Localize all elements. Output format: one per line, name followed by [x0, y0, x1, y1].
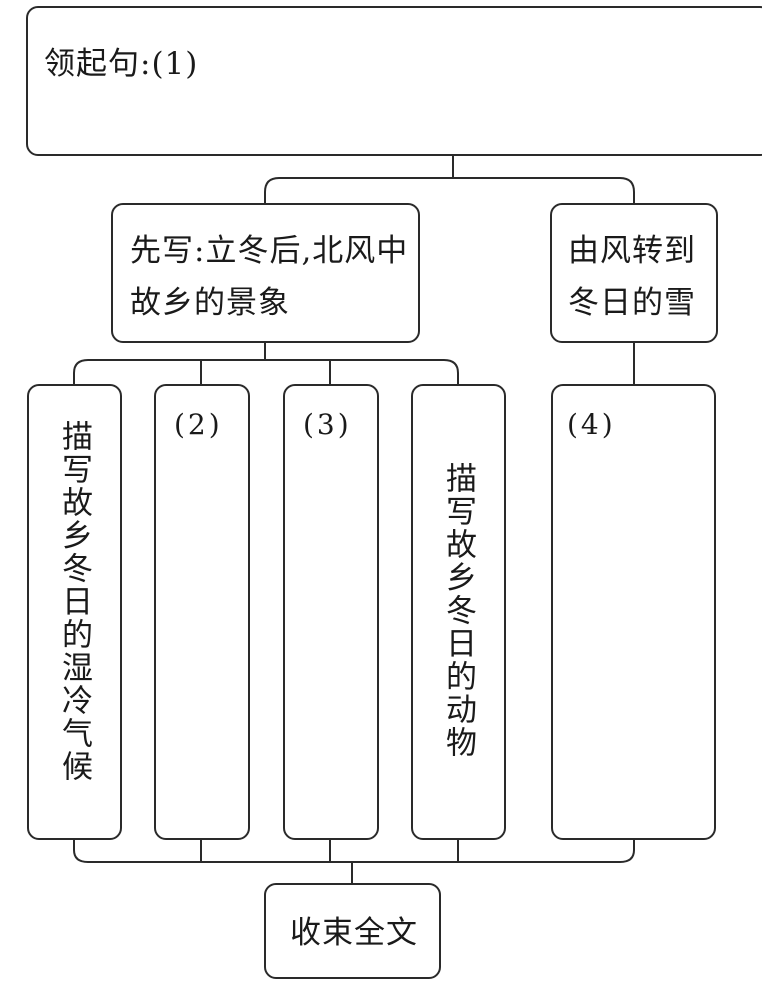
blank-box-3: (3) — [283, 384, 379, 840]
animals-box: 描写故乡冬日的动物 — [411, 384, 506, 840]
climate-text: 描写故乡冬日的湿冷气候 — [56, 420, 92, 783]
first-scene-text: 先写:立冬后,北风中故乡的景象 — [130, 233, 409, 321]
blank-marker-1: (1) — [151, 46, 199, 82]
connector-level1-bracket — [264, 177, 635, 203]
climate-box: 描写故乡冬日的湿冷气候 — [27, 384, 122, 840]
lead-sentence-box: 领起句:(1) — [26, 6, 762, 156]
connector-bottom-bracket — [73, 840, 635, 863]
first-scene-box: 先写:立冬后,北风中故乡的景象 — [111, 203, 420, 343]
animals-text: 描写故乡冬日的动物 — [440, 462, 476, 759]
connector-level2-bracket — [73, 359, 459, 384]
blank-marker-3: (3) — [303, 408, 352, 441]
wind-to-snow-box: 由风转到冬日的雪 — [550, 203, 718, 343]
blank-marker-4: (4) — [567, 408, 616, 441]
closing-text: 收束全文 — [290, 915, 418, 951]
blank-marker-2: (2) — [174, 408, 223, 441]
blank-box-4: (4) — [551, 384, 716, 840]
wind-to-snow-text: 由风转到冬日的雪 — [568, 233, 696, 321]
lead-sentence-label: 领起句: — [44, 46, 152, 82]
blank-box-2: (2) — [154, 384, 250, 840]
closing-box: 收束全文 — [264, 883, 441, 979]
